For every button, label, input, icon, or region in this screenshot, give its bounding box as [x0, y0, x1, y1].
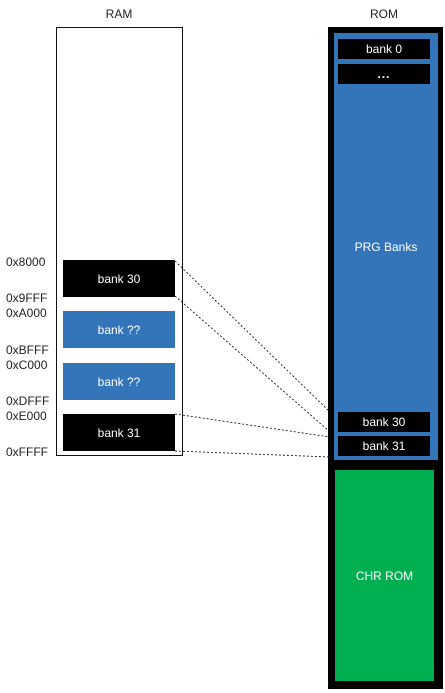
address-label: 0xBFFF: [6, 343, 49, 357]
address-label: 0xDFFF: [6, 394, 50, 408]
mapping-line-bank31-top: [174, 413, 331, 438]
address-label: 0xFFFF: [6, 445, 48, 459]
ram-bank-switchable-a000: bank ??: [63, 311, 175, 348]
rom-bank-0: bank 0: [338, 39, 430, 59]
mapping-line-bank30-top: [174, 260, 331, 413]
chr-rom-region: [335, 470, 434, 681]
ram-title: RAM: [105, 7, 133, 21]
prg-banks-label: PRG Banks: [354, 240, 418, 254]
address-label: 0xE000: [6, 409, 47, 423]
chr-rom-label: CHR ROM: [355, 569, 414, 583]
ram-bank-30: bank 30: [63, 260, 175, 297]
prg-banks-region: [334, 33, 438, 460]
rom-ellipsis: ...: [338, 64, 430, 84]
address-label: 0x8000: [6, 255, 46, 269]
address-label: 0xC000: [6, 358, 48, 372]
rom-title: ROM: [370, 7, 398, 21]
rom-bank-30: bank 30: [338, 412, 430, 432]
ram-bank-switchable-c000: bank ??: [63, 363, 175, 400]
address-label: 0xA000: [6, 306, 47, 320]
mapping-line-bank31-bottom: [174, 450, 331, 458]
rom-bank-31: bank 31: [338, 436, 430, 456]
mapping-line-bank30-bottom: [174, 295, 331, 433]
address-label: 0x9FFF: [6, 291, 48, 305]
ram-bank-31: bank 31: [63, 414, 175, 451]
